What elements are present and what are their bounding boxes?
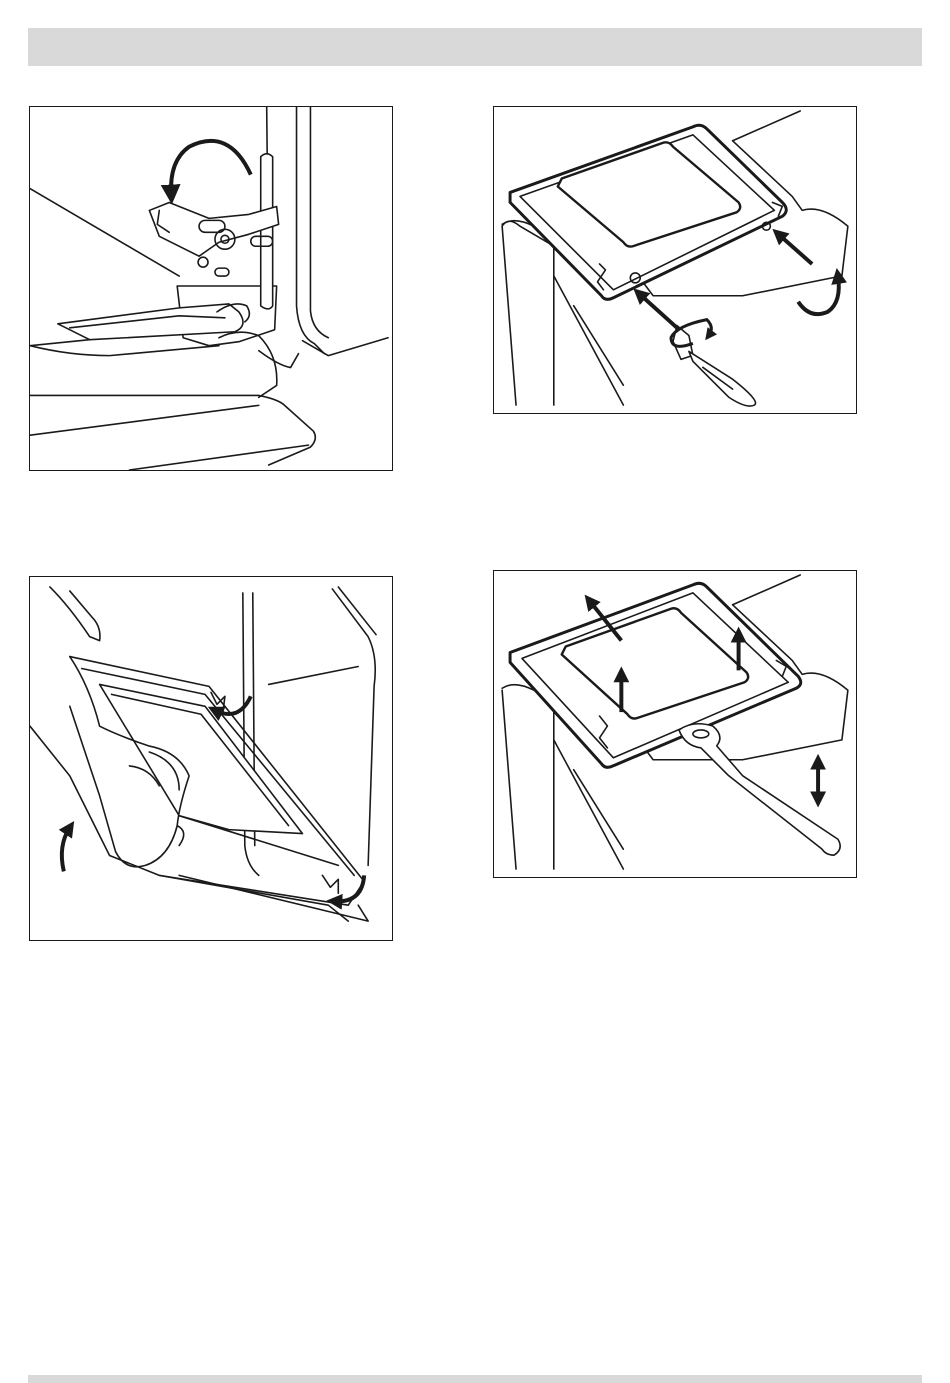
figure-door-screws (493, 106, 857, 414)
rotate-arrow-icon (171, 141, 251, 195)
rotate-up-arrow-icon (62, 828, 70, 872)
hinge-rotate-arrow-icon (215, 696, 251, 714)
door-screws-illustration-icon (494, 107, 856, 413)
figure-inner-glass (493, 570, 857, 878)
door-lift-illustration-icon (30, 577, 392, 940)
header-bar (28, 28, 922, 66)
figure-door-lift (29, 576, 393, 941)
push-arrow-icon (639, 294, 679, 330)
figure-hinge-lever (29, 106, 393, 471)
footer-bar (28, 1375, 922, 1383)
hinge-illustration-icon (30, 107, 392, 470)
inner-glass-illustration-icon (494, 571, 856, 877)
